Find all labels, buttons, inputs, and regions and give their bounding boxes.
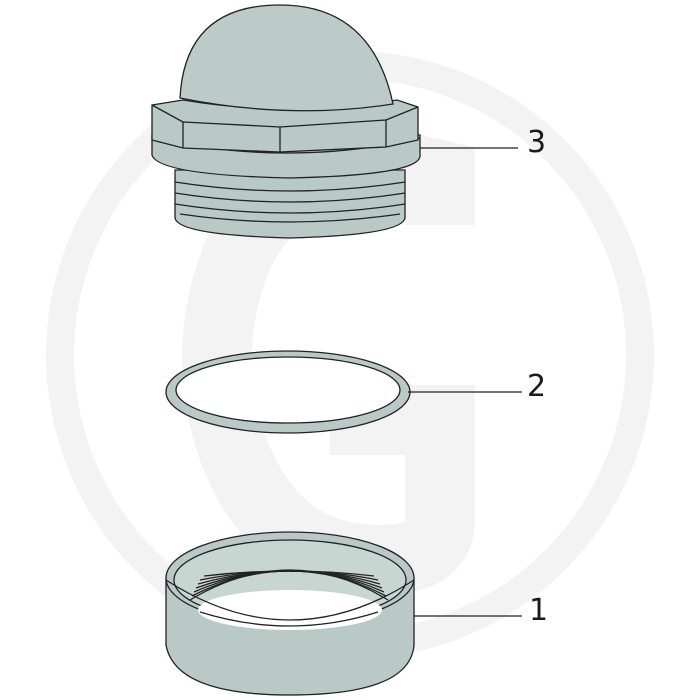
callout-label-3: 3 bbox=[527, 125, 546, 160]
part-3-plug bbox=[151, 4, 421, 239]
callout-label-1: 1 bbox=[529, 593, 548, 628]
part-2-seal-ring bbox=[165, 350, 411, 434]
part-1-threaded-ring bbox=[165, 531, 415, 696]
callout-label-2: 2 bbox=[527, 369, 546, 404]
